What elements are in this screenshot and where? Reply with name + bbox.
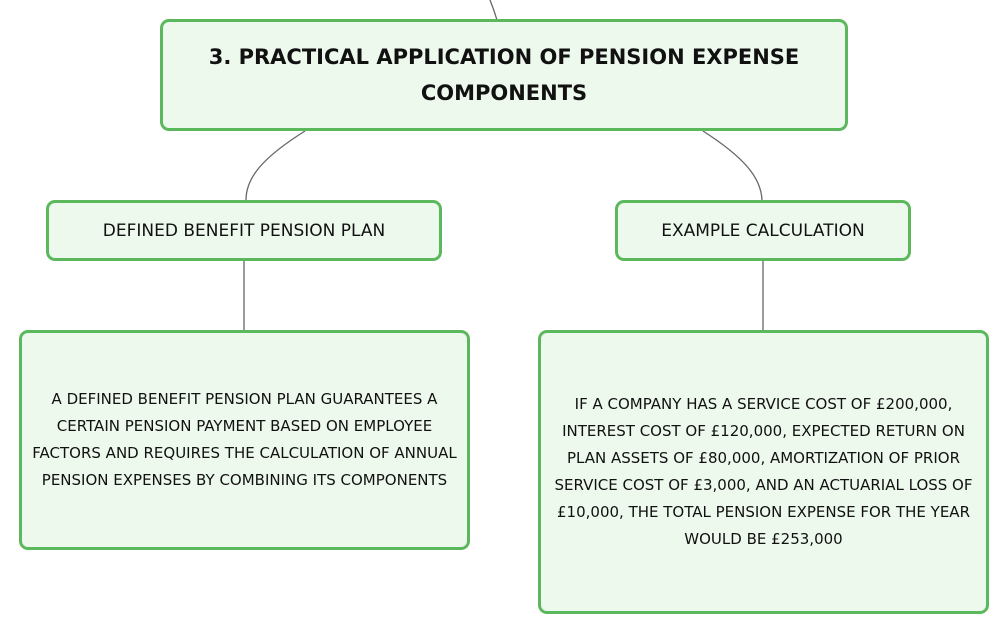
connector-parent-to-main	[489, 0, 498, 21]
connector-main-to-example-calculation	[702, 130, 763, 201]
node-example-calculation[interactable]: EXAMPLE CALCULATION	[615, 200, 911, 261]
defined-benefit-description-text: A DEFINED BENEFIT PENSION PLAN GUARANTEE…	[32, 390, 457, 489]
example-calculation-description-text: IF A COMPANY HAS A SERVICE COST OF £200,…	[554, 395, 973, 548]
defined-benefit-label: DEFINED BENEFIT PENSION PLAN	[102, 220, 386, 241]
node-defined-benefit-pension-plan[interactable]: DEFINED BENEFIT PENSION PLAN	[46, 200, 442, 261]
example-calculation-label: EXAMPLE CALCULATION	[661, 220, 865, 241]
main-topic-title: 3. PRACTICAL APPLICATION OF PENSION EXPE…	[208, 45, 800, 105]
connector-main-to-defined-benefit	[245, 130, 306, 201]
node-main-topic[interactable]: 3. PRACTICAL APPLICATION OF PENSION EXPE…	[160, 19, 848, 131]
node-example-calculation-description[interactable]: IF A COMPANY HAS A SERVICE COST OF £200,…	[538, 330, 989, 614]
node-defined-benefit-description[interactable]: A DEFINED BENEFIT PENSION PLAN GUARANTEE…	[19, 330, 470, 550]
